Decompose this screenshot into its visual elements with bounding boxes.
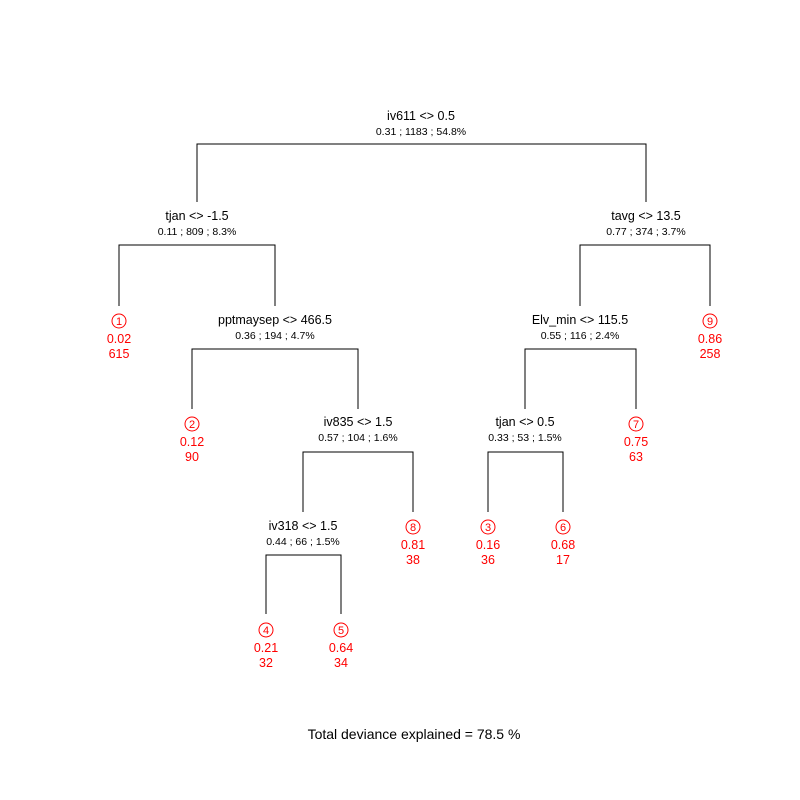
tree-edge-s-iv318 — [265, 554, 342, 614]
leaf-value: 0.75 — [624, 435, 648, 449]
leaf-marker-circle — [333, 622, 349, 638]
tree-edge-s-tjan-1 — [118, 244, 276, 306]
split-rule-s-tjan-2: tjan <> 0.5 — [495, 415, 554, 429]
split-nodes: iv611 <> 0.5 0.31 ; 1183 ; 54.8% tjan <> -… — [158, 109, 686, 548]
leaf-value: 0.12 — [180, 435, 204, 449]
leaf-marker-circle — [702, 313, 718, 329]
leaf-marker-circle — [628, 416, 644, 432]
leaf-value: 0.02 — [107, 332, 131, 346]
leaf-count: 32 — [259, 656, 273, 670]
split-stats-s-pptmaysep: 0.36 ; 194 ; 4.7% — [235, 330, 314, 342]
split-rule-s-tjan-1: tjan <> -1.5 — [165, 209, 228, 223]
tree-edge-s-elv — [524, 348, 637, 409]
leaf-value: 0.81 — [401, 538, 425, 552]
leaf-marker-circle — [555, 519, 571, 535]
leaf-value: 0.86 — [698, 332, 722, 346]
tree-edge-root — [196, 143, 647, 202]
leaf-count: 90 — [185, 450, 199, 464]
split-stats-s-tjan-1: 0.11 ; 809 ; 8.3% — [158, 226, 237, 238]
leaf-marker-circle — [405, 519, 421, 535]
leaf-count: 615 — [109, 347, 130, 361]
leaf-number: 7 — [633, 419, 639, 431]
leaf-number: 8 — [410, 522, 416, 534]
leaf-count: 63 — [629, 450, 643, 464]
tree-edge-s-iv835 — [302, 451, 414, 512]
tree-edge-s-tjan-2 — [487, 451, 564, 512]
leaf-count: 258 — [700, 347, 721, 361]
split-rule-root: iv611 <> 0.5 — [387, 109, 455, 123]
tree-edge-s-pptmaysep — [191, 348, 359, 409]
leaf-number: 2 — [189, 419, 195, 431]
leaf-number: 9 — [707, 316, 713, 328]
leaf-number: 5 — [338, 625, 344, 637]
tree-edges — [118, 143, 711, 614]
split-stats-s-tavg: 0.77 ; 374 ; 3.7% — [606, 226, 685, 238]
leaf-number: 3 — [485, 522, 491, 534]
split-rule-s-iv318: iv318 <> 1.5 — [269, 519, 338, 533]
leaf-marker-circle — [111, 313, 127, 329]
deviance-footer: Total deviance explained = 78.5 % — [308, 726, 521, 742]
split-stats-s-iv835: 0.57 ; 104 ; 1.6% — [318, 432, 397, 444]
leaf-value: 0.21 — [254, 641, 278, 655]
leaf-value: 0.16 — [476, 538, 500, 552]
leaf-marker-circle — [480, 519, 496, 535]
leaf-marker-circle — [184, 416, 200, 432]
leaf-value: 0.68 — [551, 538, 575, 552]
split-stats-s-elv: 0.55 ; 116 ; 2.4% — [541, 330, 620, 342]
leaf-number: 1 — [116, 316, 122, 328]
leaf-number: 6 — [560, 522, 566, 534]
leaf-count: 38 — [406, 553, 420, 567]
leaf-number: 4 — [263, 625, 269, 637]
leaf-count: 17 — [556, 553, 570, 567]
split-rule-s-iv835: iv835 <> 1.5 — [324, 415, 393, 429]
leaf-value: 0.64 — [329, 641, 353, 655]
split-rule-s-pptmaysep: pptmaysep <> 466.5 — [218, 313, 332, 327]
split-rule-s-elv: Elv_min <> 115.5 — [532, 313, 628, 327]
split-stats-s-iv318: 0.44 ; 66 ; 1.5% — [266, 536, 340, 548]
split-stats-root: 0.31 ; 1183 ; 54.8% — [376, 126, 466, 138]
tree-edge-s-tavg — [579, 244, 711, 306]
leaf-count: 36 — [481, 553, 495, 567]
leaf-marker-circle — [258, 622, 274, 638]
split-stats-s-tjan-2: 0.33 ; 53 ; 1.5% — [488, 432, 562, 444]
leaf-count: 34 — [334, 656, 348, 670]
split-rule-s-tavg: tavg <> 13.5 — [611, 209, 681, 223]
